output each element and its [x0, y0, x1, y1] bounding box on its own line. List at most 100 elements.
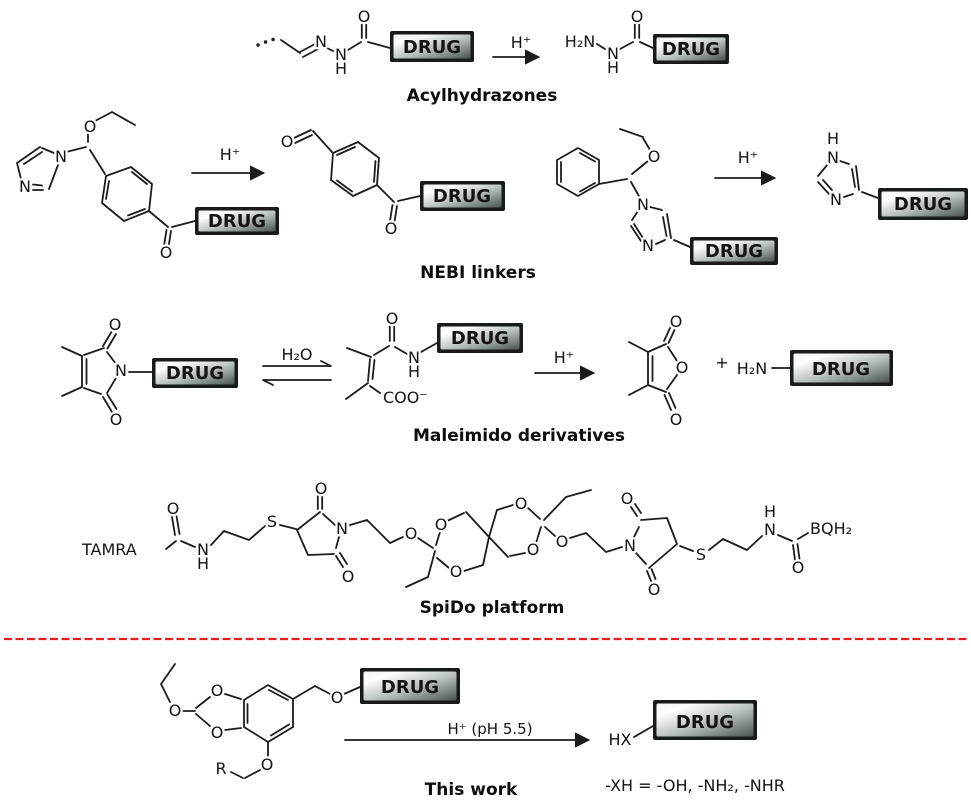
- drug-box-label: DRUG: [662, 39, 720, 60]
- xh-definition-note: -XH = -OH, -NH₂, -NHR: [605, 776, 785, 795]
- amide-h: H: [764, 502, 776, 521]
- amide-n: N: [408, 348, 420, 367]
- anhydride-o: O: [676, 358, 689, 377]
- section-maleimido: N O O DRUG H₂O O N H COO⁻ DRUG H⁺ O O O …: [61, 307, 893, 446]
- ethoxy-o: O: [169, 701, 182, 720]
- imidazole-n1: N: [637, 195, 649, 214]
- bonds-nebi-right-product: [817, 160, 879, 199]
- drug-box-label: DRUG: [812, 359, 870, 380]
- carbonyl-o: O: [160, 243, 173, 262]
- imidazole-n1: N: [55, 147, 67, 166]
- amide-n: N: [607, 44, 619, 63]
- condition-h-plus: H⁺: [554, 348, 574, 367]
- carbonyl-o: O: [110, 410, 123, 429]
- drug-box-label: DRUG: [676, 712, 734, 733]
- carbonyl-o: O: [631, 7, 644, 26]
- bqh2-label: BQH₂: [810, 519, 852, 538]
- section-label-maleimido: Maleimido derivatives: [413, 426, 625, 446]
- carbonyl-o: O: [342, 567, 355, 586]
- plus-sign: +: [715, 353, 728, 372]
- amide-h: H: [607, 58, 619, 77]
- drug-box: DRUG: [790, 350, 893, 386]
- amide-h: H: [408, 362, 420, 381]
- drug-box-label: DRUG: [451, 328, 509, 349]
- carbonyl-o: O: [670, 312, 683, 331]
- carbonyl-o: O: [792, 558, 805, 577]
- bonds-anhydride: [628, 327, 791, 411]
- tamra-label: TAMRA: [81, 540, 137, 559]
- drug-box-label: DRUG: [433, 186, 491, 207]
- dioxane-o: O: [527, 540, 540, 559]
- carbonyl-o: O: [385, 219, 398, 238]
- carbonyl-o: O: [109, 315, 122, 334]
- thioether-s: S: [267, 512, 277, 531]
- bonds-reactant: [280, 23, 391, 58]
- carbonyl-o: O: [358, 7, 371, 26]
- drug-box: DRUG: [653, 34, 729, 64]
- drug-box: DRUG: [360, 668, 460, 704]
- drug-box: DRUG: [437, 323, 523, 353]
- section-label-nebi: NEBI linkers: [420, 263, 536, 283]
- h2n-label: H₂N: [565, 32, 595, 51]
- section-nebi: N N O O DRUG H⁺ O O DRUG NEBI linkers O …: [16, 111, 968, 283]
- imide-n: N: [115, 361, 127, 380]
- drug-box: DRUG: [878, 188, 968, 220]
- r-group-label: R: [215, 759, 226, 778]
- imidazole-nh: H: [827, 129, 839, 148]
- carboxylate-label: COO⁻: [383, 388, 428, 407]
- imide-n: N: [336, 519, 348, 538]
- bonds-nebi-left: [16, 111, 196, 248]
- drug-box: DRUG: [390, 31, 474, 62]
- amide-n: N: [764, 520, 776, 539]
- bonds-nebi-mid: [293, 129, 421, 223]
- condition-h2o: H₂O: [281, 345, 312, 364]
- amide-h: H: [335, 59, 347, 78]
- section-this-work: O O O O O R DRUG H⁺ (pH 5.5) This work H…: [160, 663, 785, 800]
- drug-box: DRUG: [420, 181, 505, 211]
- carbonyl-o: O: [648, 580, 661, 599]
- condition-h-plus: H⁺: [511, 33, 531, 52]
- carbonyl-o: O: [621, 489, 634, 508]
- drug-box-label: DRUG: [166, 363, 224, 384]
- dioxole-o: O: [211, 681, 224, 700]
- drug-box-label: DRUG: [208, 211, 266, 232]
- section-label-acylhydrazones: Acylhydrazones: [407, 86, 558, 106]
- aldehyde-o: O: [281, 132, 294, 151]
- amide-n: N: [335, 45, 347, 64]
- imidazole-n3: N: [830, 190, 842, 209]
- drug-box-label: DRUG: [705, 241, 763, 262]
- condition-h-plus: H⁺: [738, 148, 758, 167]
- bonds-product: [596, 23, 654, 50]
- thioether-s: S: [696, 545, 706, 564]
- dioxane-o: O: [435, 515, 448, 534]
- phenolic-o: O: [261, 755, 274, 774]
- dioxane-o: O: [450, 562, 463, 581]
- bonds-maleimide: [61, 330, 153, 413]
- imide-n: N: [624, 536, 636, 555]
- condition-h-ph55: H⁺ (pH 5.5): [447, 720, 532, 738]
- bonds-ring-opened: [345, 325, 438, 400]
- benzylic-o: O: [331, 688, 344, 707]
- section-spido: TAMRA O N H S O N O O O O O O O O N O S …: [79, 477, 855, 618]
- section-acylhydrazones: N N H O DRUG H⁺ H₂N N H O DRUG Acylhydra…: [256, 5, 729, 106]
- this-work-label: This work: [425, 780, 518, 800]
- hx-label: HX: [609, 730, 632, 749]
- carbonyl-o: O: [670, 410, 683, 429]
- ethoxy-o: O: [648, 147, 661, 166]
- equilibrium-arrows: [262, 360, 332, 386]
- wavy-dots: [256, 37, 275, 47]
- h2n-label: H₂N: [737, 359, 767, 378]
- bonds-nebi-right: [556, 128, 691, 248]
- amide-n: N: [197, 540, 209, 559]
- imine-n: N: [315, 32, 327, 51]
- drug-box-label: DRUG: [894, 194, 952, 215]
- amide-h: H: [197, 554, 209, 573]
- drug-box: DRUG: [653, 700, 757, 740]
- carbonyl-o: O: [315, 479, 328, 498]
- drug-box: DRUG: [152, 358, 238, 388]
- bonds-benzodioxole: [160, 663, 361, 779]
- drug-box: DRUG: [690, 237, 778, 265]
- ether-o: O: [405, 524, 418, 543]
- section-label-spido: SpiDo platform: [420, 598, 565, 618]
